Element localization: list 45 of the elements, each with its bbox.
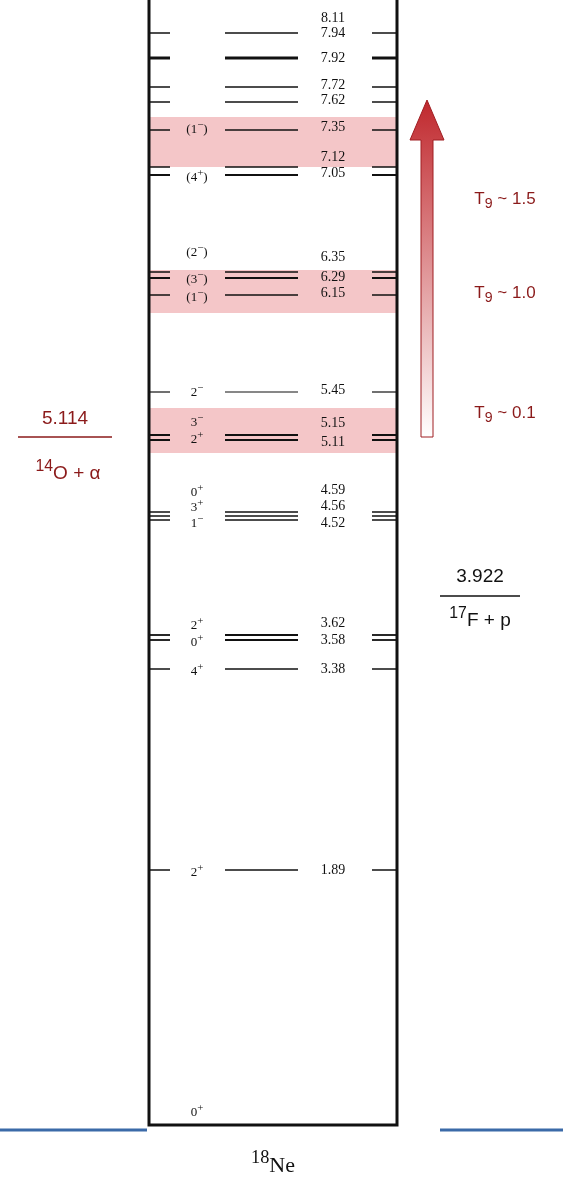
spin-label: 0$^{+}$ <box>190 631 204 649</box>
reaction-channel: $^{14}$O + α <box>35 458 101 482</box>
energy-label: 6.15 <box>320 286 346 300</box>
energy-label: 7.12 <box>320 150 346 164</box>
spin-label: (2$^{−}$) <box>186 241 208 259</box>
temperature-label: T$_{9}$ ~ 1.5 <box>474 189 536 211</box>
energy-label: 4.52 <box>320 516 346 530</box>
reaction-channel: $^{17}$F + p <box>449 605 511 629</box>
spin-label: 2$^{+}$ <box>190 428 204 446</box>
energy-label: 7.72 <box>320 78 346 92</box>
energy-label: 7.05 <box>320 166 346 180</box>
energy-label: 5.11 <box>321 435 345 449</box>
energy-label: 1.89 <box>320 863 346 877</box>
spin-label: 0$^{+}$ <box>190 481 204 499</box>
spin-label: 3$^{+}$ <box>190 496 204 514</box>
spin-label: (1$^{−}$) <box>186 118 208 136</box>
spin-label: 3$^{−}$ <box>190 411 204 429</box>
energy-label: 7.62 <box>320 93 346 107</box>
energy-label: 3.58 <box>320 633 346 647</box>
energy-label: 6.35 <box>320 250 346 264</box>
energy-label: 5.15 <box>320 416 346 430</box>
spin-label: 4$^{+}$ <box>190 660 204 678</box>
spin-label: 2$^{+}$ <box>190 614 204 632</box>
temperature-label: T$_{9}$ ~ 1.0 <box>474 283 536 305</box>
spin-label: (3$^{−}$) <box>186 268 208 286</box>
spin-label: (1$^{−}$) <box>186 286 208 304</box>
energy-label: 4.59 <box>320 483 346 497</box>
energy-label: 7.94 <box>320 26 346 40</box>
energy-label: 6.29 <box>320 270 346 284</box>
nucleus-label: $^{18}$Ne <box>251 1148 295 1176</box>
threshold-energy: 5.114 <box>41 407 89 427</box>
energy-label: 3.38 <box>320 662 346 676</box>
spin-label: 0$^{+}$ <box>190 1101 204 1119</box>
spin-label: 1$^{−}$ <box>190 512 204 530</box>
threshold-energy: 3.922 <box>456 565 504 585</box>
energy-label: 7.92 <box>320 51 346 65</box>
energy-label: 7.35 <box>320 120 346 134</box>
energy-label: 5.45 <box>320 383 346 397</box>
spin-label: 2$^{+}$ <box>190 861 204 879</box>
spin-label: (4$^{+}$) <box>186 166 208 184</box>
temperature-label: T$_{9}$ ~ 0.1 <box>474 403 536 425</box>
energy-label: 8.11 <box>321 11 345 25</box>
energy-label: 4.56 <box>320 499 346 513</box>
spin-label: 2$^{−}$ <box>190 381 204 399</box>
energy-label: 3.62 <box>320 616 346 630</box>
